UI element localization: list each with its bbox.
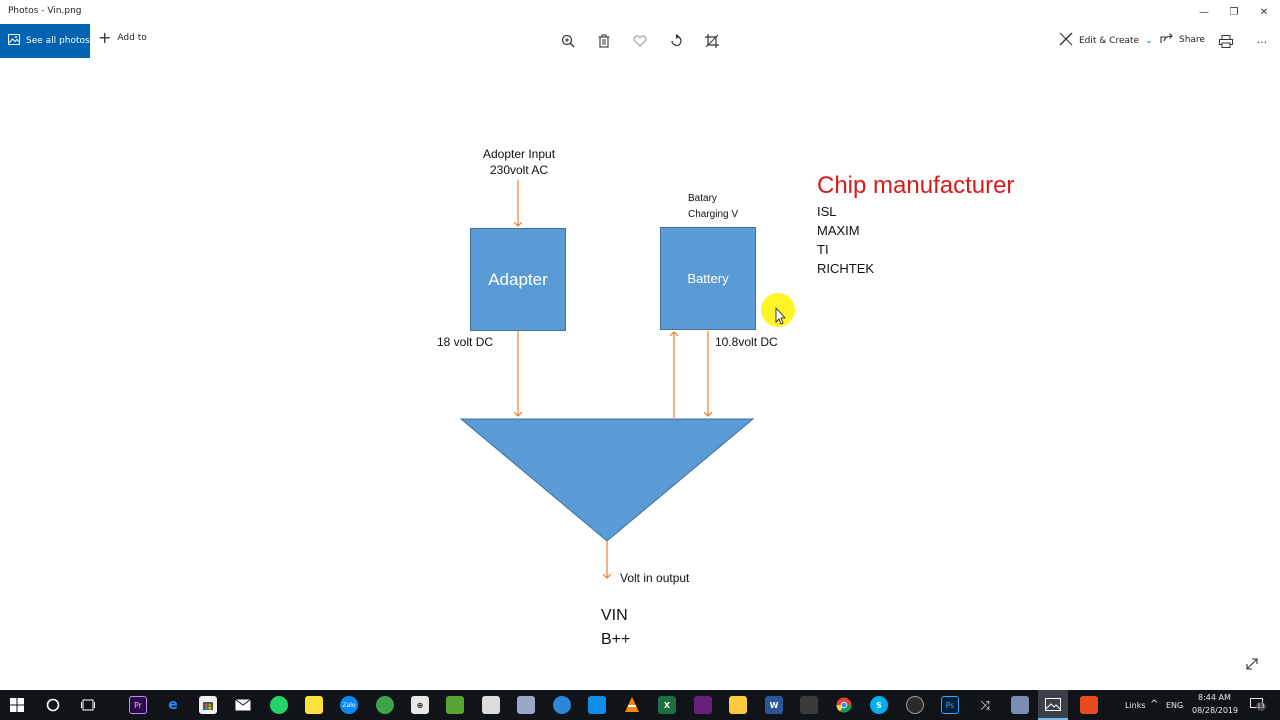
battery-output-label: 10.8volt DC <box>715 335 778 349</box>
chevron-down-icon: ⌄ <box>1145 35 1153 46</box>
see-all-photos-button[interactable]: See all photos <box>0 24 90 58</box>
fullscreen-icon[interactable] <box>1245 656 1259 675</box>
add-to-label: Add to <box>117 33 147 43</box>
adapter-input-label: Adopter Input 230volt AC <box>480 146 558 178</box>
app5-icon[interactable] <box>1011 696 1029 714</box>
adapter-box <box>470 228 566 331</box>
app2-icon[interactable] <box>517 696 535 714</box>
whatsapp-icon[interactable] <box>270 696 288 714</box>
skype-business-icon[interactable] <box>553 696 571 714</box>
battery-charging-label: Batary Charging V <box>688 191 738 223</box>
photos-icon[interactable] <box>1038 690 1068 720</box>
battery-box-label: Battery <box>687 271 729 286</box>
image-canvas: Adopter Input 230volt AC Adapter Batary … <box>0 58 1280 688</box>
chip-item: TI <box>817 242 829 257</box>
links-toolbar[interactable]: Links <box>1125 701 1146 710</box>
rotate-icon[interactable] <box>666 31 686 51</box>
excel-icon[interactable]: X <box>658 696 676 714</box>
title-bar: Photos - Vin.png — ❐ ✕ <box>0 0 1280 24</box>
share-icon <box>1160 32 1173 47</box>
vin-triangle <box>459 418 755 542</box>
clock-time[interactable]: 8:44 AM <box>1198 693 1231 702</box>
toolbar: See all photos + Add to Edit & Create ⌄ <box>0 24 1280 58</box>
add-to-button[interactable]: + Add to <box>98 28 147 47</box>
share-label: Share <box>1179 34 1205 45</box>
tray-chevron-icon[interactable]: ^ <box>1150 699 1159 710</box>
photoshop-icon[interactable]: Ps <box>941 696 959 714</box>
cursor-icon <box>775 306 786 325</box>
skype-icon[interactable]: S <box>870 696 888 714</box>
word-icon[interactable]: W <box>765 696 783 714</box>
adapter-box-label: Adapter <box>488 270 548 289</box>
bpp-label: B++ <box>601 631 631 648</box>
chip-item: ISL <box>817 204 837 219</box>
window-title: Photos - Vin.png <box>8 6 82 16</box>
notification-count: 13 <box>1256 702 1266 711</box>
edit-create-icon <box>1059 32 1073 49</box>
vlc-icon[interactable] <box>623 696 641 714</box>
app-icon[interactable]: ⊕ <box>411 696 429 714</box>
more-options-button[interactable]: ··· <box>1256 35 1268 49</box>
share-button[interactable]: Share <box>1160 32 1205 47</box>
maximize-button[interactable]: ❐ <box>1229 6 1239 18</box>
app3-icon[interactable] <box>800 696 818 714</box>
teamviewer-icon[interactable] <box>588 696 606 714</box>
favorite-icon[interactable] <box>630 31 650 51</box>
start-icon[interactable] <box>8 696 26 714</box>
see-all-photos-label: See all photos <box>26 36 90 46</box>
diagram-graphics <box>459 180 795 688</box>
file-explorer-icon[interactable] <box>729 696 747 714</box>
adapter-input-line1: Adopter Input <box>482 147 556 161</box>
battery-charging-line1: Batary <box>688 193 717 204</box>
battery-charging-line2: Charging V <box>688 209 739 220</box>
plus-icon: + <box>98 28 112 47</box>
obs-icon[interactable] <box>906 696 924 714</box>
vin-label: VIN <box>601 607 628 624</box>
language-indicator[interactable]: ENG <box>1166 701 1184 710</box>
chip-manufacturer-list: ISL MAXIM TI RICHTEK <box>817 202 874 278</box>
mail-icon[interactable] <box>234 696 252 714</box>
edit-create-button[interactable]: Edit & Create ⌄ <box>1059 32 1153 49</box>
cortana-icon[interactable] <box>44 696 62 714</box>
edit-create-label: Edit & Create <box>1079 35 1140 46</box>
edge-icon[interactable]: e <box>168 697 178 713</box>
crop-icon[interactable] <box>702 31 722 51</box>
premiere-icon[interactable]: Pr <box>129 696 147 714</box>
greenshot-icon[interactable] <box>376 696 394 714</box>
taskbar: Pr e Zalo ⊕ X W S Ps ⤨ <box>0 690 1280 720</box>
task-view-icon[interactable] <box>79 696 97 714</box>
photos-icon <box>8 34 20 48</box>
chip-item: MAXIM <box>817 223 860 238</box>
sticky-notes-icon[interactable] <box>305 696 323 714</box>
store-icon[interactable] <box>199 696 217 714</box>
app4-icon[interactable]: ⤨ <box>980 697 990 712</box>
clock-date[interactable]: 08/28/2019 <box>1192 706 1239 715</box>
chip-item: RICHTEK <box>817 261 875 276</box>
close-button[interactable]: ✕ <box>1259 6 1269 18</box>
adapter-input-line2: 230volt AC <box>489 163 549 177</box>
camtasia-icon[interactable] <box>446 696 464 714</box>
notification-icon[interactable]: 13 <box>1250 697 1266 711</box>
battery-box <box>660 227 756 330</box>
adapter-output-label: 18 volt DC <box>437 335 494 349</box>
chrome-icon[interactable] <box>835 696 853 714</box>
app6-icon[interactable] <box>1080 696 1098 714</box>
visual-studio-icon[interactable] <box>694 696 712 714</box>
minimize-button[interactable]: — <box>1199 6 1209 18</box>
chip-manufacturer-title: Chip manufacturer <box>817 172 1015 199</box>
delete-icon[interactable] <box>594 31 614 51</box>
volt-in-output-label: Volt in output <box>620 571 690 585</box>
excel-tool-icon[interactable] <box>482 696 500 714</box>
zoom-icon[interactable] <box>558 31 578 51</box>
zalo-icon[interactable]: Zalo <box>340 696 358 714</box>
print-icon[interactable] <box>1216 31 1236 51</box>
